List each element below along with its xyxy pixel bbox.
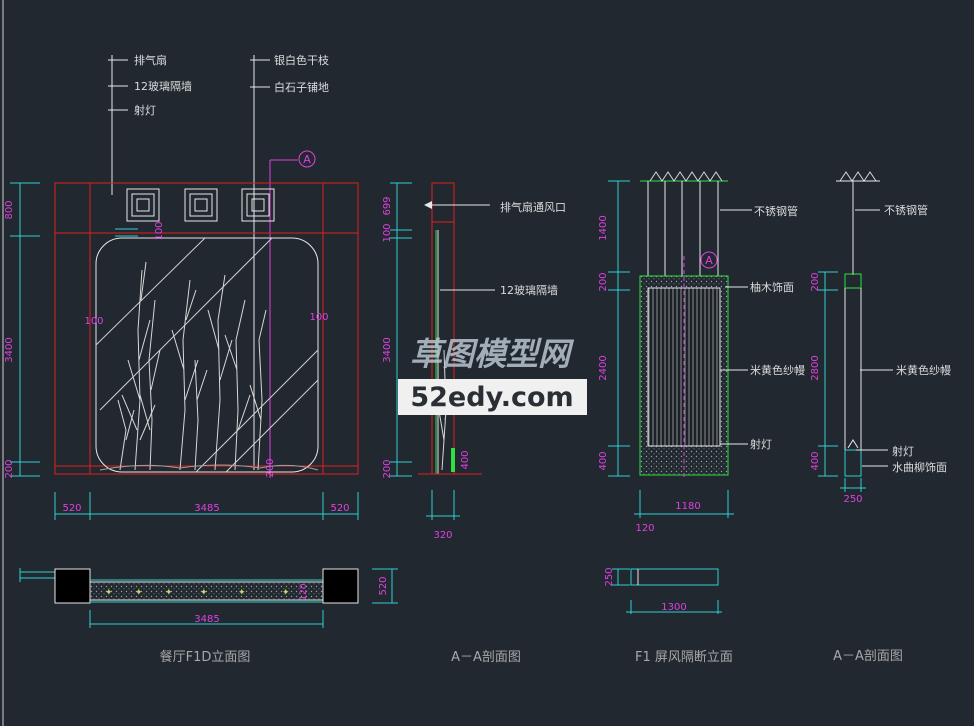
section-marker-label: A	[303, 153, 311, 166]
svg-text:✦: ✦	[135, 588, 143, 598]
dim-inner-right: 100	[309, 312, 328, 323]
planter-mark	[451, 448, 455, 472]
view4-section: 不锈钢管 米黄色纱幔 射灯 水曲柳饰面 200 2800 400 250 A－A…	[810, 171, 951, 664]
caption-view1: 餐厅F1D立面图	[160, 649, 251, 665]
dim-3400: 3400	[382, 337, 393, 362]
dim-bottom-520-right: 520	[330, 503, 349, 514]
plan-dim-right: 520	[378, 576, 389, 595]
label-teak-veneer: 柚木饰面	[750, 280, 794, 294]
svg-text:✦: ✦	[238, 588, 246, 598]
caption-view4: A－A剖面图	[833, 649, 903, 664]
label-glass-wall: 12玻璃隔墙	[134, 79, 192, 93]
glass-panel	[95, 237, 319, 473]
section-outline	[431, 182, 455, 475]
dim-250-v4: 250	[843, 494, 862, 505]
label-vent-outlet: 排气扇通风口	[500, 200, 566, 214]
plan-dim-inner: 120	[299, 583, 309, 600]
dim-bottom-520-left: 520	[62, 503, 81, 514]
caption-view2: A－A剖面图	[451, 650, 521, 665]
arrow-icon	[424, 201, 432, 209]
label-spotlight-4: 射灯	[892, 444, 914, 458]
dim-inner-left: 100	[84, 316, 103, 327]
watermark-line2: 52edy.com	[410, 382, 573, 413]
dim-2800: 2800	[810, 355, 821, 380]
watermark-line1: 草图模型网	[410, 335, 575, 373]
section-marker-label-3: A	[705, 254, 713, 267]
dim-400-v4: 400	[810, 451, 821, 470]
dim-left-200: 200	[4, 459, 15, 478]
label-spotlight-3: 射灯	[750, 437, 772, 451]
curtain-area	[647, 287, 721, 447]
dim-400-v3: 400	[598, 451, 609, 470]
spotlight-icon	[847, 439, 859, 449]
view2-section: 排气扇通风口 12玻璃隔墙 699 100 3400 200 400 320 A…	[382, 182, 566, 665]
section-marker-circle	[298, 150, 316, 168]
dim-200-v3: 200	[598, 272, 609, 291]
exhaust-vent	[241, 188, 275, 222]
dim-400: 400	[460, 450, 471, 469]
dry-branches	[99, 261, 319, 471]
view1-plan: ✦ ✦ ✦ ✦ ✦ ✦ 120 3485 520	[19, 568, 398, 628]
veneer-block	[844, 273, 862, 289]
wall-outline	[54, 182, 359, 475]
label-glass-wall-2: 12玻璃隔墙	[500, 283, 558, 297]
glass-reflection-lines	[95, 237, 319, 473]
exhaust-vent	[126, 188, 160, 222]
label-steel-tube-4: 不锈钢管	[884, 203, 928, 217]
base-block	[844, 449, 862, 477]
view1-elevation: 排气扇 12玻璃隔墙 射灯 银白色干枝 白石子铺地 A	[4, 53, 398, 665]
plan-dim-1300: 1300	[661, 602, 686, 613]
label-exhaust-fan: 排气扇	[134, 53, 167, 67]
view3-plan: 250 1300	[604, 567, 722, 614]
watermark: 草图模型网 52edy.com	[398, 335, 587, 415]
dim-2400: 2400	[598, 355, 609, 380]
plan-dim-250: 250	[604, 567, 615, 586]
dim-320: 320	[433, 530, 452, 541]
ceiling-hatch	[839, 171, 877, 182]
label-steel-tube: 不锈钢管	[754, 204, 798, 218]
label-white-pebbles: 白石子铺地	[274, 80, 329, 94]
dim-200: 200	[382, 459, 393, 478]
label-curtain: 米黄色纱幔	[750, 363, 805, 377]
dim-699: 699	[382, 196, 393, 215]
label-curtain-4: 米黄色纱幔	[896, 363, 951, 377]
view3-elevation: A 不锈钢管 柚木饰面 米黄色纱幔 射灯 1400 200 2400 400 1…	[598, 171, 805, 665]
ceiling-hatch	[649, 171, 723, 182]
dim-1400: 1400	[598, 215, 609, 240]
section-marker-circle	[700, 251, 718, 269]
dim-1180: 1180	[675, 501, 700, 512]
dim-inner-top: 100	[154, 221, 165, 240]
label-ash-veneer: 水曲柳饰面	[892, 460, 947, 474]
svg-text:✦: ✦	[105, 588, 113, 598]
exhaust-vent	[184, 188, 218, 222]
dim-inner-bottom: 200	[265, 458, 276, 477]
dim-120: 120	[635, 523, 654, 534]
dim-bottom-3485: 3485	[194, 503, 219, 514]
svg-text:✦: ✦	[200, 588, 208, 598]
caption-view3: F1 屏风隔断立面	[635, 650, 733, 665]
label-silver-branches: 银白色干枝	[274, 53, 329, 67]
dim-left-800: 800	[4, 200, 15, 219]
label-spotlight: 射灯	[134, 103, 156, 117]
dim-100: 100	[382, 223, 393, 242]
svg-text:✦: ✦	[165, 588, 173, 598]
svg-text:✦: ✦	[282, 588, 290, 598]
plan-dim-bottom: 3485	[194, 614, 219, 625]
watermark-box	[398, 379, 587, 415]
steel-tubes	[647, 181, 719, 276]
dim-200-v4: 200	[810, 272, 821, 291]
dim-left-3400: 3400	[4, 337, 15, 362]
